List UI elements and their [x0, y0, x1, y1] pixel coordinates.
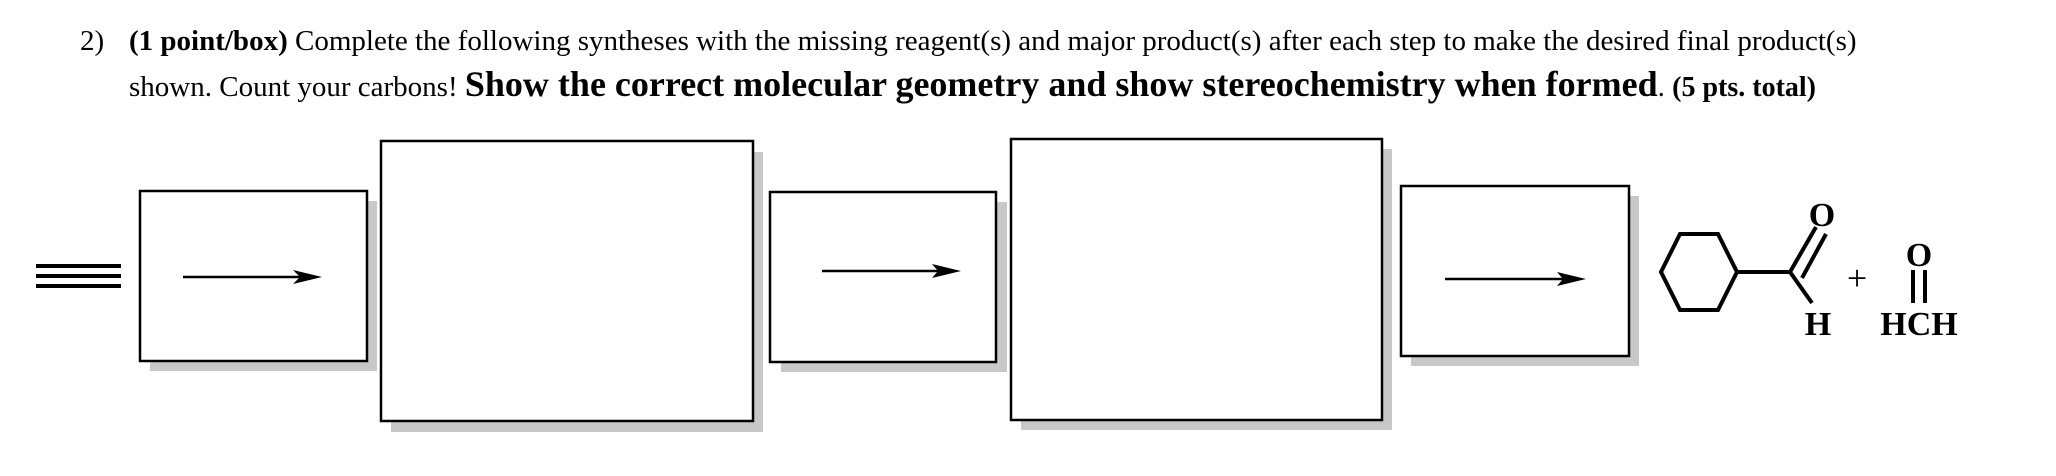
formaldehyde-structure: O HCH — [1880, 237, 1957, 343]
aldehyde-hydrogen-label: H — [1805, 306, 1831, 343]
cyclohexanecarbaldehyde-structure: O H — [1658, 197, 1835, 343]
question-number: 2) — [80, 25, 105, 57]
plus-sign: + — [1847, 258, 1867, 298]
aldehyde-oxygen-label: O — [1809, 197, 1835, 234]
instructions-text: Complete the following syntheses with th… — [287, 25, 1857, 57]
alkyne-triple-bond-icon — [36, 264, 121, 288]
reaction-arrow-1-icon — [183, 270, 322, 284]
reagent-box-3[interactable] — [1399, 184, 1639, 366]
emphasis-instruction: Show the correct molecular geometry and … — [464, 64, 1658, 104]
reaction-arrow-2-icon — [822, 264, 961, 278]
instructions-continued: shown. Count your carbons! — [129, 71, 465, 103]
reaction-arrow-3-icon — [1445, 272, 1586, 286]
question-prompt: 2) (1 point/box) Complete the following s… — [80, 20, 2040, 109]
formaldehyde-oxygen-label: O — [1906, 237, 1932, 274]
total-points-label: (5 pts. total) — [1672, 72, 1817, 103]
period: . — [1657, 71, 1673, 103]
question-line-2: shown. Count your carbons! Show the corr… — [80, 63, 2040, 109]
question-line-1: 2) (1 point/box) Complete the following s… — [80, 20, 2040, 63]
reagent-box-1[interactable] — [138, 189, 377, 371]
product-box-2[interactable] — [1009, 137, 1392, 430]
points-per-box-label: (1 point/box) — [129, 25, 288, 57]
formaldehyde-formula-label: HCH — [1880, 306, 1957, 343]
reagent-box-2[interactable] — [768, 190, 1007, 372]
product-box-1[interactable] — [379, 139, 763, 432]
